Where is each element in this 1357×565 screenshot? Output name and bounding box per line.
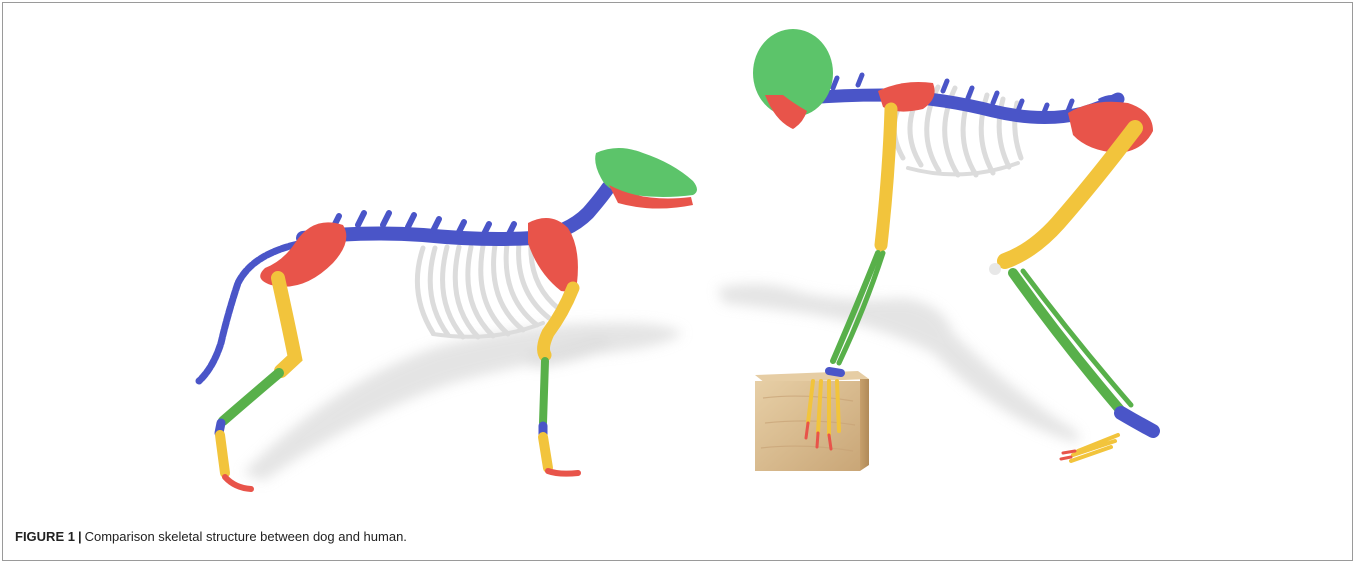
figure-label: FIGURE 1 <box>15 529 75 544</box>
skeleton-illustration <box>3 3 1354 503</box>
human-skull <box>753 29 833 129</box>
dog-skeleton <box>199 148 697 489</box>
figure-caption: FIGURE 1|Comparison skeletal structure b… <box>15 529 407 544</box>
caption-text: Comparison skeletal structure between do… <box>85 529 407 544</box>
human-skeleton <box>718 29 1153 471</box>
dog-shadow <box>243 323 683 481</box>
caption-separator: | <box>78 529 82 544</box>
dog-skull <box>595 148 697 209</box>
